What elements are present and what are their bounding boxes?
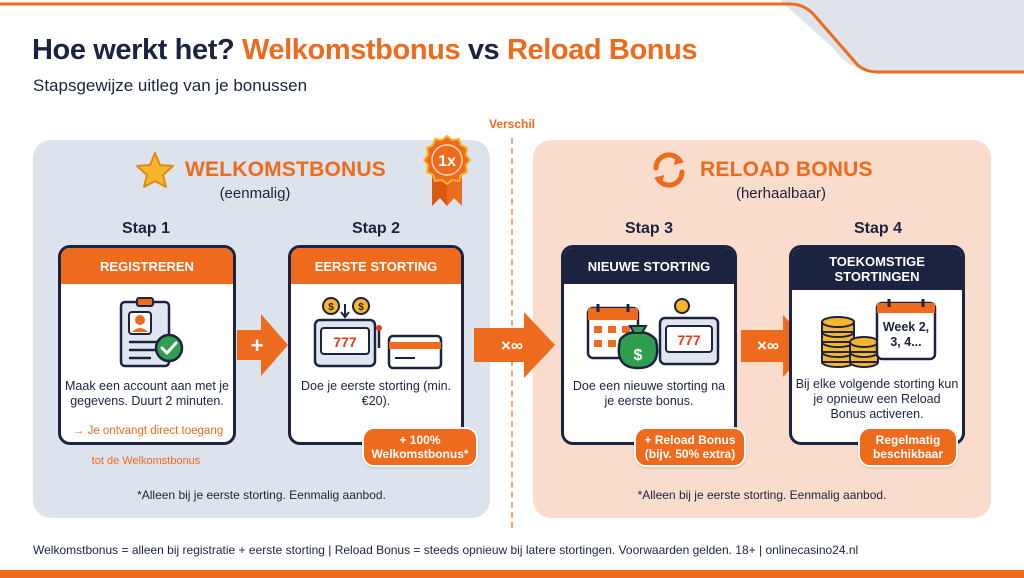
step-label-2: Stap 2 [351, 220, 400, 237]
reload-title: RELOAD BONUS [700, 158, 873, 181]
repeat-arrow-1-label: ×∞ [500, 336, 524, 355]
page-title: Hoe werkt het? Welkomstbonus vs Reload B… [32, 34, 698, 66]
reload-header: RELOAD BONUS [648, 152, 873, 188]
refresh-icon [653, 152, 685, 188]
welkomstbonus-subtitle: (eenmalig) [219, 185, 291, 202]
step-card-nieuwe-storting: NIEUWE STORTING $ 777 Doe een nieuwe sto… [561, 245, 737, 445]
step-card-text: Doe een nieuwe storting na je eerste bon… [572, 379, 726, 408]
step-1-note: → Je ontvangt direct toegang [72, 425, 224, 437]
welkomstbonus-pill: + 100% Welkomstbonus* [362, 427, 478, 467]
step-card-text: Maak een account aan met je gegevens. Du… [65, 379, 229, 408]
svg-text:$: $ [634, 347, 643, 364]
page-subtitle: Stapsgewijze uitleg van je bonussen [33, 76, 308, 95]
welkomstbonus-title: WELKOMSTBONUS [185, 158, 386, 181]
regelmatig-pill: Regelmatig beschikbaar [858, 427, 958, 467]
step-card-head: TOEKOMSTIGE STORTINGEN [792, 248, 962, 290]
page-footer: Welkomstbonus = alleen bij registratie +… [33, 543, 859, 557]
ribbon-badge-icon: 1x [422, 134, 472, 206]
step-card-head: EERSTE STORTING [291, 248, 461, 284]
repeat-arrow-1 [474, 312, 555, 378]
week-calendar-icon [875, 299, 937, 361]
id-card-check-icon [119, 297, 184, 368]
slot-machine-icon: 777 [658, 298, 720, 366]
svg-text:$: $ [358, 302, 364, 313]
money-bag-icon: $ [617, 325, 659, 370]
step-card-text: Bij elke volgende storting kun je opnieu… [795, 377, 959, 421]
welkomstbonus-header: WELKOMSTBONUS [135, 152, 386, 188]
slot-machine-coins-icon: $ $ 777 [313, 297, 443, 370]
plus-arrow-label: + [250, 333, 264, 358]
repeat-arrow-2-label: ×∞ [756, 336, 780, 355]
svg-text:777: 777 [677, 332, 701, 348]
step-card-head: NIEUWE STORTING [564, 248, 734, 284]
step-card-text: Doe je eerste storting (min. €20). [300, 379, 452, 408]
reload-bonus-pill: + Reload Bonus (bijv. 50% extra) [634, 427, 746, 467]
step-label-3: Stap 3 [624, 220, 673, 237]
step-1-note-continued: tot de Welkomstbonus [91, 455, 201, 467]
step-card-head: REGISTREREN [61, 248, 233, 284]
reload-footnote: *Alleen bij je eerste storting. Eenmalig… [637, 488, 887, 502]
bottom-bar [0, 570, 1024, 578]
divider-label: Verschil [488, 117, 536, 131]
star-icon [136, 152, 174, 188]
step-card-registreren: REGISTREREN Maak een account aan met je … [58, 245, 236, 445]
step-label-1: Stap 1 [121, 220, 170, 237]
reload-subtitle: (herhaalbaar) [735, 185, 827, 202]
step-card-eerste-storting: EERSTE STORTING $ $ 777 Doe je eerste st… [288, 245, 464, 445]
badge-label: 1x [438, 153, 456, 170]
welkomstbonus-footnote: *Alleen bij je eerste storting. Eenmalig… [137, 488, 386, 502]
svg-text:$: $ [328, 302, 334, 313]
week-calendar-text: Week 2, 3, 4... [882, 320, 930, 349]
plus-arrow [237, 314, 288, 376]
calendar-moneybag-slot-icon: $ 777 [586, 298, 720, 370]
svg-text:777: 777 [333, 334, 357, 350]
step-label-4: Stap 4 [853, 220, 902, 237]
corner-decoration [0, 0, 1024, 74]
